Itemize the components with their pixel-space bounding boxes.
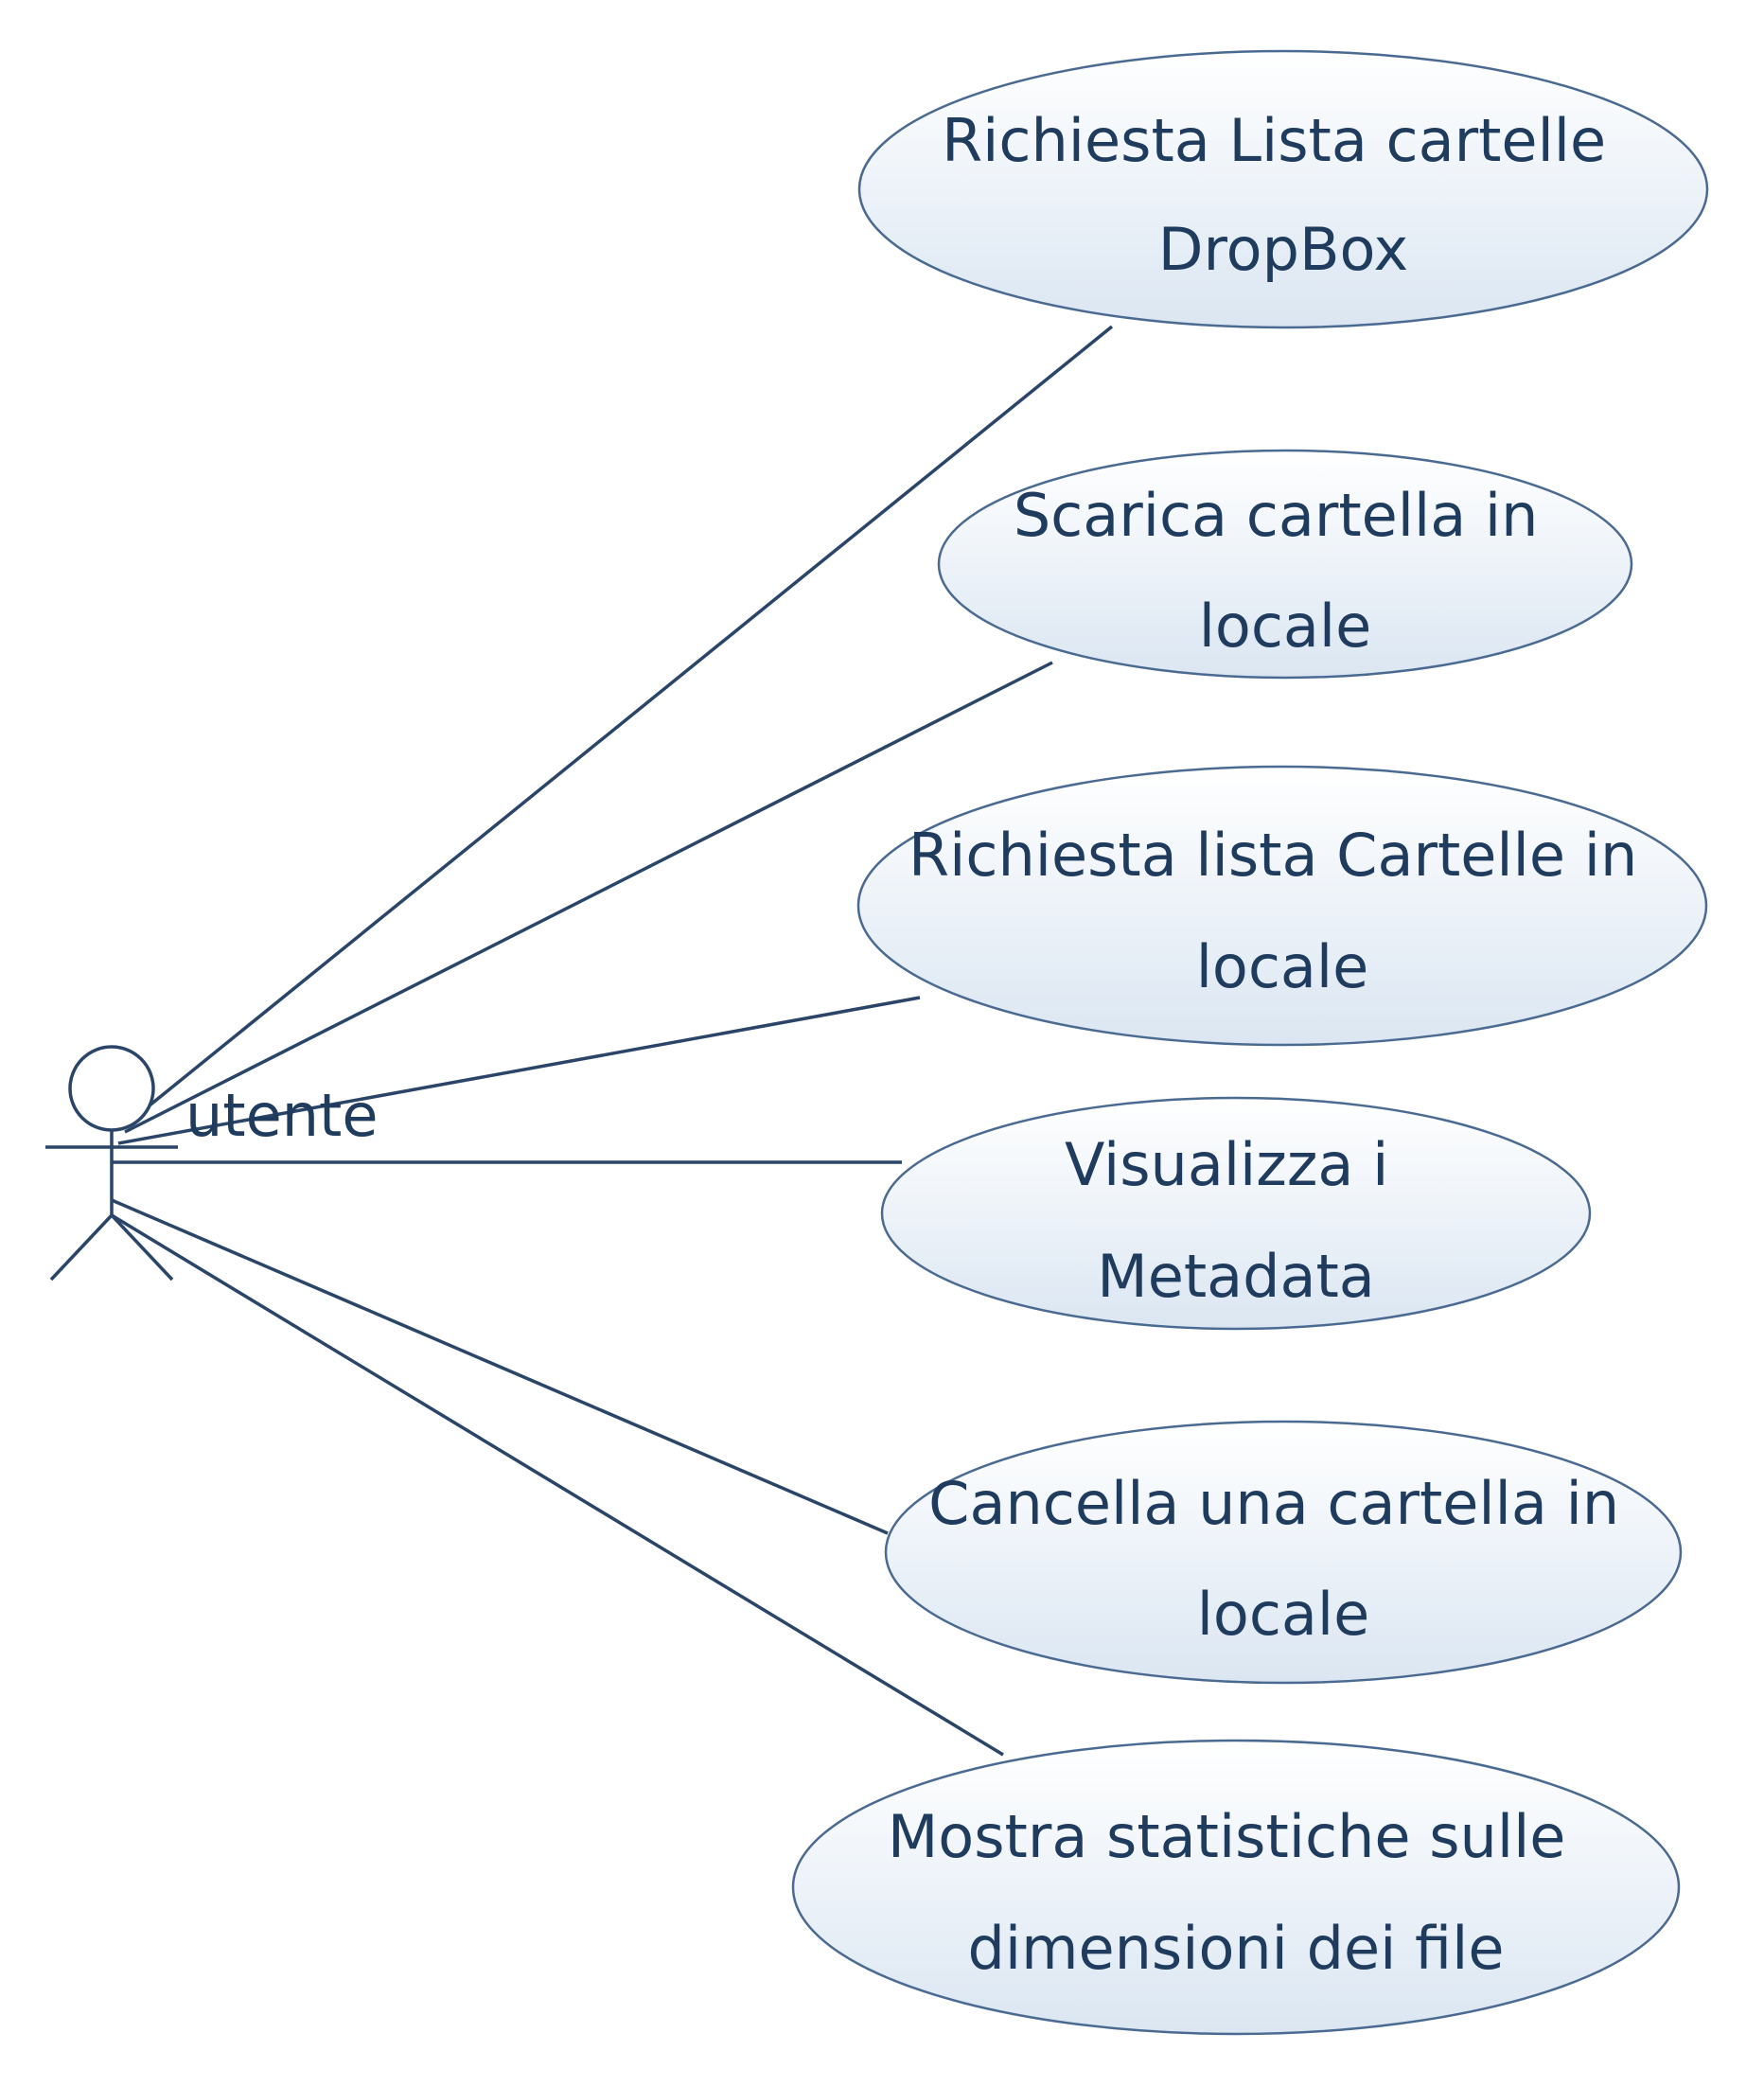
use-case-label-line: locale [1196,932,1369,1001]
use-case-ellipse [937,449,1633,680]
use-case-4[interactable]: Visualizza i Metadata [880,1096,1592,1331]
stick-figure-actor-icon [45,1045,178,1282]
use-case-ellipse [791,1739,1681,2036]
association-uc-5[interactable] [111,1198,889,1535]
use-case-5[interactable]: Cancella una cartella in locale [884,1420,1683,1685]
use-case-1[interactable]: Richiesta Lista cartelle DropBox [857,49,1709,329]
use-case-label-line: locale [1197,1580,1370,1649]
use-case-ellipse [857,49,1709,329]
use-case-label-line: Visualizza i [1065,1130,1388,1199]
use-case-label-line: Metadata [1097,1242,1375,1311]
association-uc-3[interactable] [117,996,921,1145]
use-case-2[interactable]: Scarica cartella in locale [937,449,1633,680]
svg-text:Richiesta lista Cartelle in: Richiesta lista Cartelle in locale [908,821,1656,1001]
use-case-ellipse [880,1096,1592,1331]
use-case-label-line: Richiesta Lista cartelle [942,106,1606,175]
use-case-label-line: dimensioni dei file [968,1914,1505,1983]
svg-text:Richiesta Lista cartelle: Richiesta Lista cartelle DropBox [942,106,1625,284]
svg-text:Mostra statistiche sulle: Mostra statistiche sulle dimensioni dei … [888,1802,1584,1983]
use-case-6[interactable]: Mostra statistiche sulle dimensioni dei … [791,1739,1681,2036]
use-case-label-line: DropBox [1158,215,1408,284]
association-uc-1[interactable] [148,325,1114,1107]
use-case-ellipse [884,1420,1683,1685]
association-uc-6[interactable] [111,1213,1004,1757]
actor-label: utente [185,1081,379,1150]
use-case-label-line: Mostra statistiche sulle [888,1802,1566,1871]
actor-utente[interactable]: utente [45,1045,379,1282]
svg-text:Visualizza i Metadata: Visualizza i Metadata [1065,1130,1407,1311]
use-case-3[interactable]: Richiesta lista Cartelle in locale [856,765,1708,1047]
association-uc-2[interactable] [124,661,1053,1134]
use-case-label-line: locale [1199,592,1372,661]
associations [111,325,1114,1757]
use-case-label-line: Cancella una cartella in [928,1469,1619,1538]
use-case-label-line: Scarica cartella in [1014,481,1539,550]
use-case-label-line: Richiesta lista Cartelle in [908,821,1637,890]
svg-text:Cancella una cartella in: Cancella una cartella in locale [928,1469,1638,1649]
use-case-ellipse [856,765,1708,1047]
svg-text:Scarica cartella in loca: Scarica cartella in locale [1014,481,1557,661]
